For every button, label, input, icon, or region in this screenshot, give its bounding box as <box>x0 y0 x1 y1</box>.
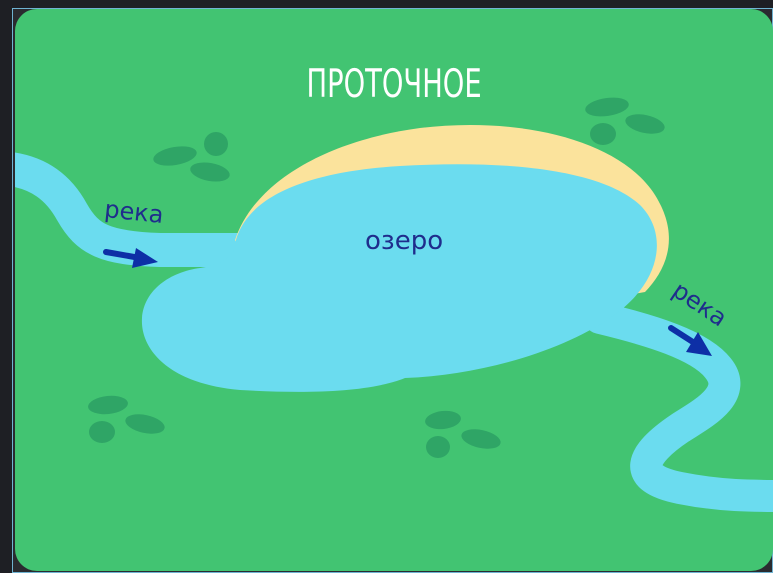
diagram-title: ПРОТОЧНОЕ <box>306 62 482 107</box>
grass-tuft-2 <box>585 97 665 145</box>
inflow-river <box>15 151 267 267</box>
inflow-arrow <box>103 248 158 268</box>
lake <box>141 164 657 392</box>
grass-tuft-1 <box>153 132 230 182</box>
grass-tuft-3 <box>88 395 165 443</box>
grass-tuft-4 <box>425 410 501 458</box>
inflow-river-label: река <box>103 195 165 230</box>
outflow-arrow <box>668 325 712 356</box>
lake-label: озеро <box>365 226 444 256</box>
outflow-river <box>584 302 773 512</box>
